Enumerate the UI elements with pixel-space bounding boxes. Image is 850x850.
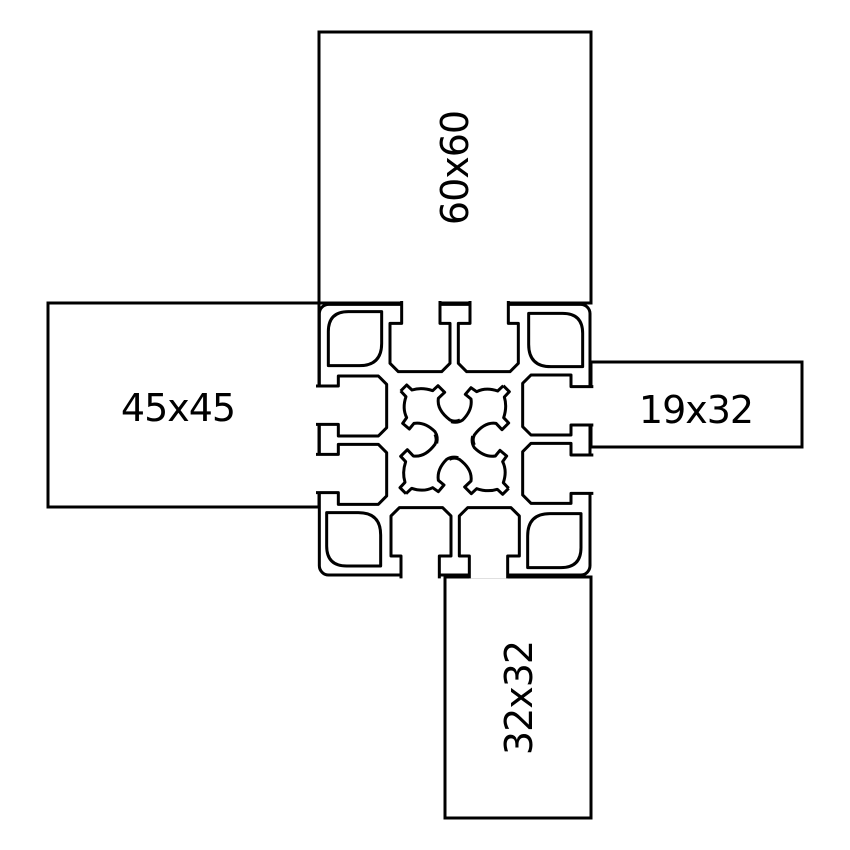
profile-label-19x32: 19x32 xyxy=(639,388,753,432)
profile-32x32-outline xyxy=(443,575,593,820)
profile-label-60x60: 60x60 xyxy=(433,111,477,225)
profile-label-32x32: 32x32 xyxy=(497,641,541,755)
profile-label-45x45: 45x45 xyxy=(121,386,235,430)
corner-chamber xyxy=(326,310,384,368)
center-profile-cross-section xyxy=(314,300,595,580)
t-slot-pair xyxy=(388,300,520,374)
center-profile-outline xyxy=(317,302,592,577)
